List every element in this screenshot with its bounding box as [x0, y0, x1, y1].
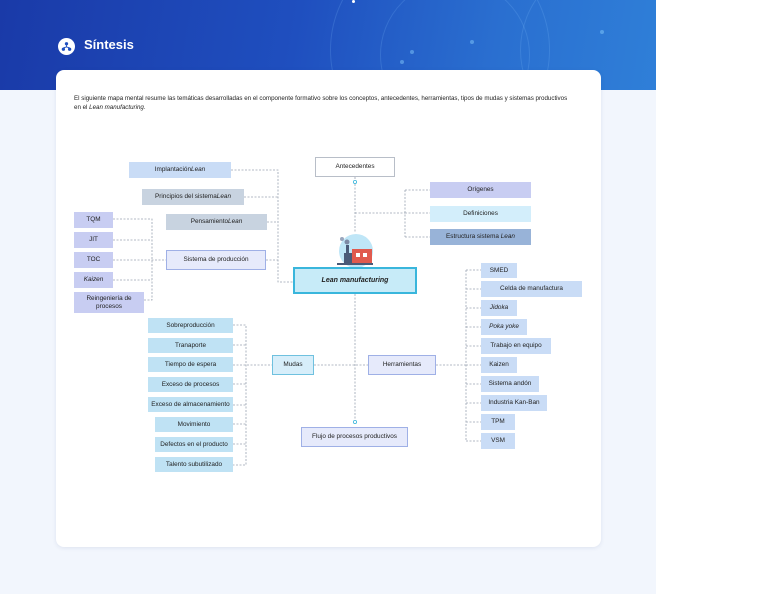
node-origenes: Orígenes [430, 182, 531, 198]
network-icon [58, 38, 75, 55]
node-kaizen-right: Kaizen [481, 357, 517, 373]
node-defectos: Defectos en el producto [155, 437, 233, 452]
node-implantacion-lean: Implantación Lean [129, 162, 231, 178]
node-tiempo-espera: Tiempo de espera [148, 357, 233, 372]
node-tpm: TPM [481, 414, 515, 430]
factory-icon [332, 229, 378, 269]
node-exceso-procesos: Exceso de procesos [148, 377, 233, 392]
node-kaizen-left: Kaizen [74, 272, 113, 288]
node-poka-yoke: Poka yoke [481, 319, 527, 335]
intro-end: . [143, 104, 146, 112]
node-tqm: TQM [74, 212, 113, 228]
node-lean-manufacturing: Lean manufacturing [293, 267, 417, 294]
node-celda-manufactura: Celda de manufactura [481, 281, 582, 297]
node-movimiento: Movimiento [155, 417, 233, 432]
node-reingenieria: Reingeniería de procesos [74, 292, 144, 313]
node-transporte: Tranaporte [148, 338, 233, 353]
node-antecedentes: Antecedentes [315, 157, 395, 177]
node-definiciones: Definiciones [430, 206, 531, 222]
node-pensamiento: Pensamiento Lean [166, 214, 267, 230]
node-principios: Principios del sistema Lean [142, 189, 244, 205]
node-estructura-label: Estructura sistema Lean [446, 233, 515, 240]
node-smed: SMED [481, 263, 517, 278]
intro-text-main: El siguiente mapa mental resume las temá… [74, 95, 568, 112]
node-talento: Talento subutilizado [155, 457, 233, 472]
node-toc: TOC [74, 252, 113, 268]
node-herramientas: Herramientas [368, 355, 436, 375]
node-estructura: Estructura sistema Lean [430, 229, 531, 245]
node-vsm: VSM [481, 433, 515, 449]
node-trabajo-equipo: Trabajo en equipo [481, 338, 551, 354]
intro-text: El siguiente mapa mental resume las temá… [74, 94, 574, 113]
node-mudas: Mudas [272, 355, 314, 375]
node-sobreproduccion: Sobreproducción [148, 318, 233, 333]
node-sistema-andon: Sistema andón [481, 376, 539, 392]
node-industria-kanban: Industria Kan-Ban [481, 395, 547, 411]
intro-emphasis: Lean manufacturing [89, 104, 144, 112]
node-jit: JIT [74, 232, 113, 248]
node-exceso-almacenamiento: Exceso de almacenamiento [148, 397, 233, 412]
node-jidoka: Jidoka [481, 300, 517, 316]
page-title: Síntesis [84, 37, 134, 52]
node-flujo-procesos: Flujo de procesos productivos [301, 427, 408, 447]
node-sistema-produccion: Sistema de producción [166, 250, 266, 270]
